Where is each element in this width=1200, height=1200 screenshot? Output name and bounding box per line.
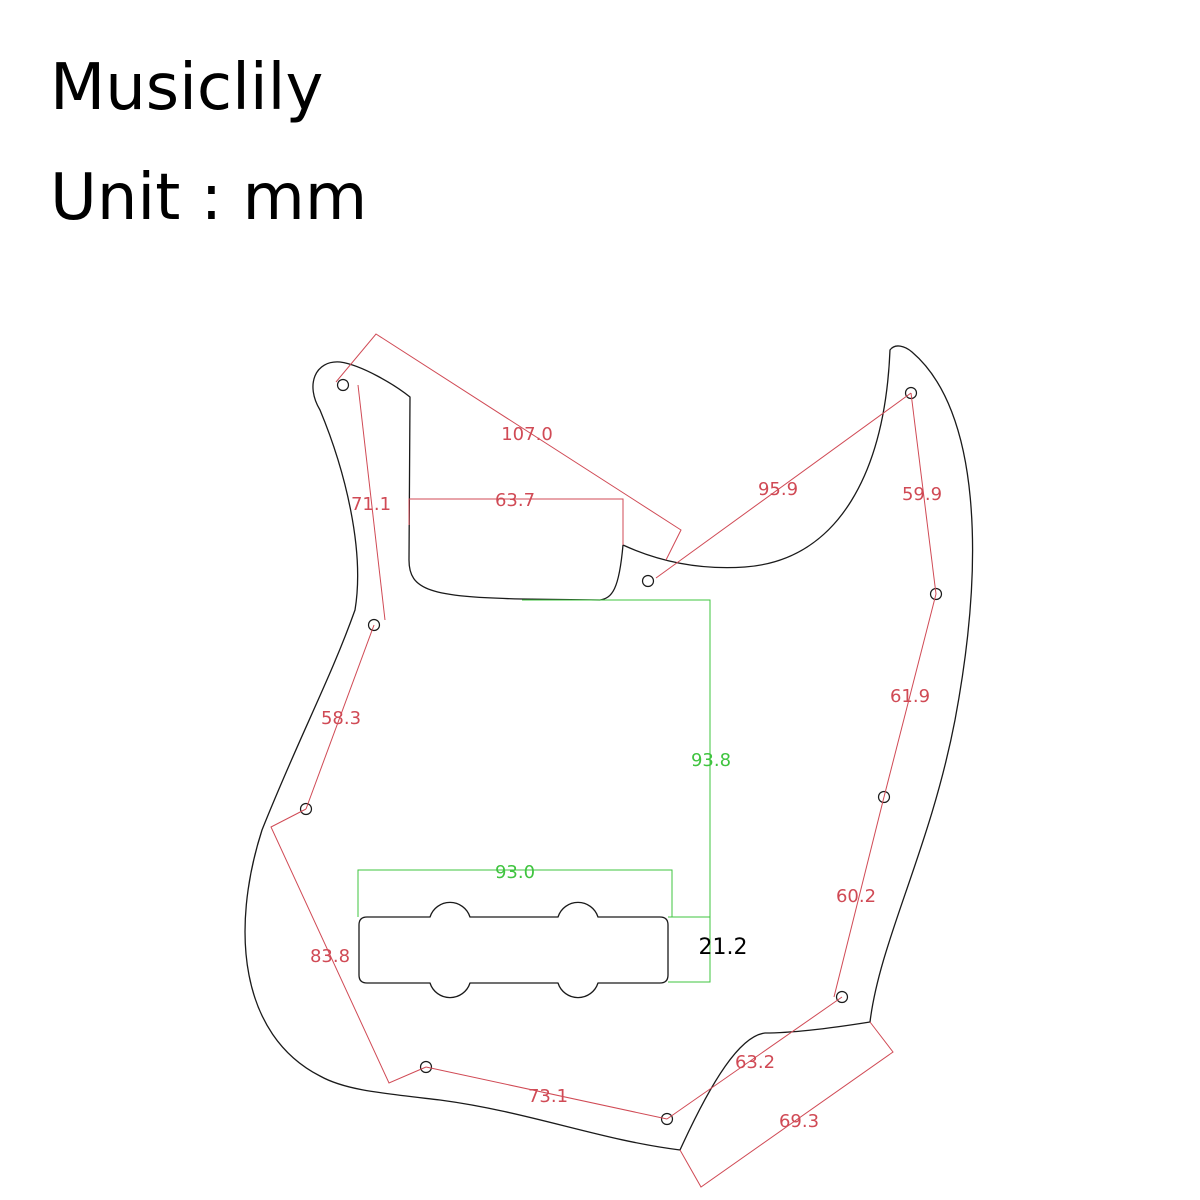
dim-label-21-2: 21.2 [699,935,748,960]
dim-line-73-1 [425,1066,668,1120]
dim-label-58-3: 58.3 [321,708,361,729]
dim-line-60-2 [833,796,885,998]
dim-label-71-1: 71.1 [351,494,391,515]
dim-label-63-2: 63.2 [735,1052,775,1073]
screw-hole [641,574,655,588]
dim-label-107: 107.0 [501,424,553,445]
red-dimension-lines [270,333,937,1188]
dim-line-93-0 [357,869,673,917]
dim-label-59-9: 59.9 [902,484,942,505]
dim-line-58-3 [305,624,375,810]
dim-label-83-8: 83.8 [310,946,350,967]
dim-line-71-1 [357,384,386,621]
brand-title: Musiclily [50,51,324,125]
dim-label-63-7: 63.7 [495,490,535,511]
dimension-labels: 107.0 63.7 71.1 95.9 59.9 58.3 61.9 93.8… [310,424,942,1132]
dim-line-107 [335,333,682,561]
dim-label-93-8: 93.8 [691,750,731,771]
dim-line-59-9 [910,392,937,595]
dim-label-61-9: 61.9 [890,686,930,707]
dim-line-61-9 [883,593,937,798]
dim-label-95-9: 95.9 [758,479,798,500]
dim-label-93-0: 93.0 [495,862,535,883]
dim-line-93-8 [522,599,711,983]
screw-holes [299,378,943,1126]
dim-label-60-2: 60.2 [836,886,876,907]
pickguard-outline [244,345,974,1151]
dim-label-73-1: 73.1 [528,1086,568,1107]
dim-line-63-2 [666,996,843,1120]
screw-hole [336,378,350,392]
dim-line-63-7 [408,498,624,545]
dim-line-69-3 [679,1021,894,1188]
green-dimension-lines [357,599,711,983]
dim-label-69-3: 69.3 [779,1111,819,1132]
dim-line-95-9 [655,392,912,579]
unit-label: Unit : mm [50,161,368,235]
pickup-cutout [358,901,669,999]
dim-line-83-8 [270,808,427,1084]
